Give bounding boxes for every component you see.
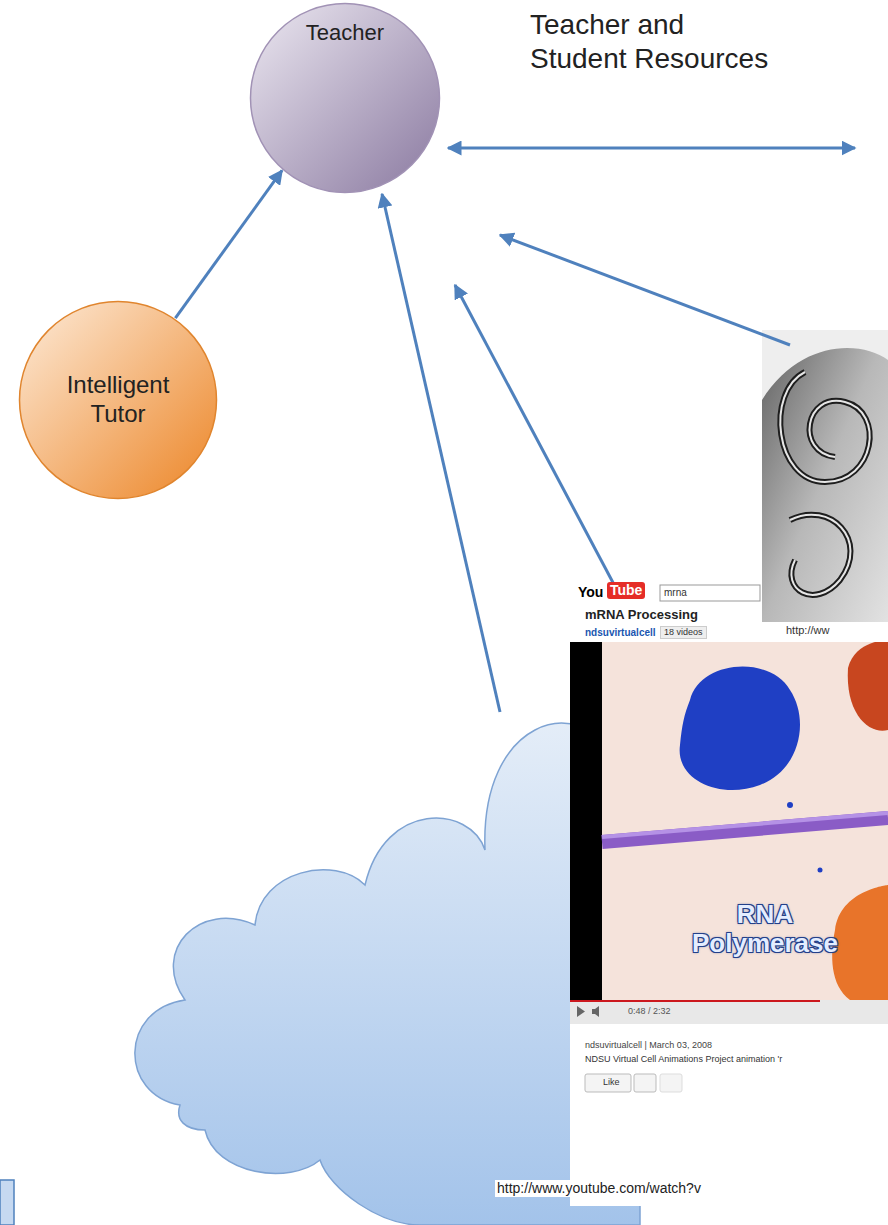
resource-arrow <box>448 147 855 150</box>
volume-icon <box>592 1006 599 1017</box>
protein-blob <box>832 885 888 1000</box>
video-meta: ndsuvirtualcell | March 03, 2008 <box>585 1040 712 1051</box>
screenshot-ground <box>570 578 888 1206</box>
object-photo <box>762 330 888 642</box>
search-box <box>660 585 760 601</box>
paperclip <box>790 515 850 595</box>
video-frame <box>570 642 888 1000</box>
progress-bar <box>570 1000 820 1002</box>
photo-arrow <box>500 235 790 345</box>
cloud-arrow <box>382 194 500 712</box>
video-count: 18 videos <box>660 626 707 639</box>
channel-name: ndsuvirtualcell <box>585 627 656 639</box>
actor-circle: Intelligent Tutor <box>18 300 218 500</box>
polymerase-blob <box>680 667 800 790</box>
video-letterbox <box>570 642 602 1000</box>
caption-strip <box>762 622 888 642</box>
image-url: http://ww <box>786 624 829 637</box>
actor-circle: Teacher <box>249 2 441 194</box>
video-title: mRNA Processing <box>585 607 698 623</box>
dna-highlight <box>602 813 888 837</box>
video-arrow <box>455 285 618 592</box>
play-icon <box>577 1006 585 1017</box>
youtube-screenshot <box>570 578 888 1206</box>
like-text: Like <box>603 1077 620 1088</box>
logo-text: Tube <box>607 582 645 599</box>
dislike-button <box>634 1074 656 1092</box>
node-label: Teacher <box>306 20 384 46</box>
partial-box <box>0 1180 14 1225</box>
player-bar <box>570 1000 888 1024</box>
search-text: mrna <box>664 587 687 599</box>
paperclip <box>780 372 869 482</box>
connector-arrow <box>175 170 282 318</box>
molecule-dot <box>818 868 823 873</box>
logo-text: You <box>578 584 603 601</box>
dna-strand <box>602 818 888 842</box>
menu-button <box>660 1074 682 1092</box>
paperclip-shine <box>790 515 850 595</box>
time-display: 0:48 / 2:32 <box>628 1006 671 1017</box>
video-description: NDSU Virtual Cell Animations Project ani… <box>585 1054 782 1065</box>
circle-shape <box>251 4 440 193</box>
photo-ground <box>762 330 888 622</box>
circle-shape <box>20 302 217 499</box>
protein-blob <box>848 640 888 731</box>
paperclip-shine <box>780 372 869 482</box>
node-label: Intelligent Tutor <box>53 371 183 429</box>
resources-heading: Teacher and Student Resources <box>530 8 782 75</box>
like-button <box>585 1074 631 1092</box>
video-caption: RNA Polymerase <box>680 900 850 957</box>
molecule-dot <box>787 802 793 808</box>
video-url: http://www.youtube.com/watch?v <box>495 1180 703 1197</box>
